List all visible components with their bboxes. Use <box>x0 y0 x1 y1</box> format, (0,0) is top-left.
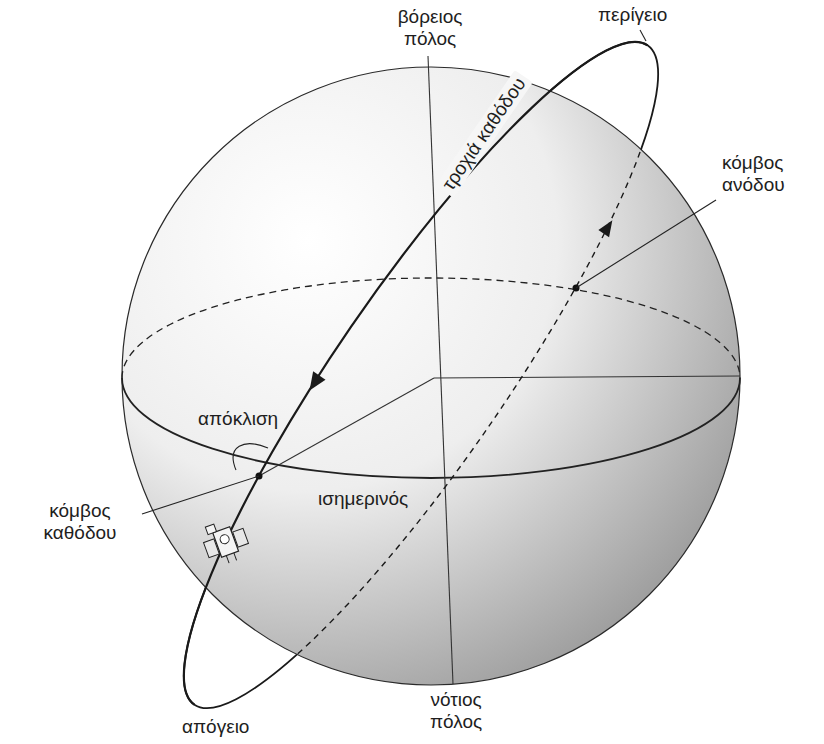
perigee-label: περίγειο <box>598 4 667 26</box>
equator-front <box>122 378 740 478</box>
pole-label: νότιος πόλος <box>414 689 498 733</box>
leader-line <box>142 476 259 514</box>
apogee-label: απόγειο <box>182 716 249 738</box>
pole-label: βόρειος πόλος <box>384 6 476 50</box>
leader-line <box>640 30 646 41</box>
radius-line <box>259 378 434 476</box>
sphere <box>122 67 740 685</box>
declination-label: απόκλιση <box>198 408 278 430</box>
satellite-icon <box>199 515 253 569</box>
leader-line <box>576 200 716 288</box>
equator-back <box>122 278 740 378</box>
polar-axis <box>428 56 453 684</box>
equator-label: ισημερινός <box>318 488 408 510</box>
node-label: κόμβος καθόδου <box>24 500 136 544</box>
orbit-arrowhead <box>303 371 326 394</box>
declination-arc <box>233 444 268 470</box>
orbit-back <box>194 45 717 744</box>
orbit-outer <box>124 0 717 744</box>
orbit-arrowhead <box>598 217 618 238</box>
node-label: κόμβος ανόδου <box>722 152 818 196</box>
orbit-front <box>119 0 711 744</box>
radius-line <box>434 376 740 378</box>
